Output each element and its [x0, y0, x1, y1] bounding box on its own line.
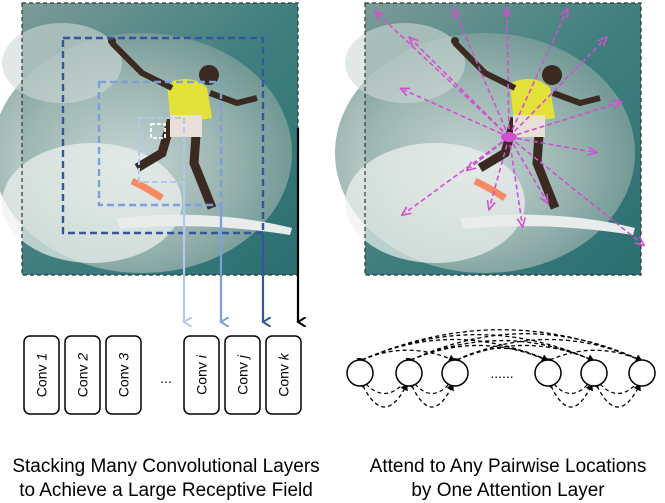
conv-layer-label: Conv 3 [116, 353, 132, 398]
conv-layer-label: Conv i [194, 354, 210, 395]
conv-layer-label: Conv 2 [75, 353, 91, 398]
left-photo [0, 3, 298, 275]
right-caption-line2: by One Attention Layer [411, 480, 605, 501]
attention-ray [508, 12, 566, 138]
attention-ray [508, 136, 546, 200]
attention-arc [545, 380, 593, 408]
conv-layer-box: Conv k [265, 335, 302, 415]
left-caption-line1: Stacking Many Convolutional Layers [12, 456, 320, 477]
right-photo [335, 3, 641, 275]
attention-node-graph [346, 329, 656, 408]
conv-layer-box: Conv j [224, 335, 261, 415]
attention-arc [414, 383, 450, 395]
left-caption-line2: to Achieve a Large Receptive Field [19, 480, 313, 501]
conv-layer-label: Conv k [276, 352, 292, 397]
conv-layer-box: Conv 3 [105, 335, 142, 415]
attention-ray [508, 103, 618, 138]
attention-ray [508, 136, 641, 243]
attention-arc [357, 380, 408, 408]
attention-arc [599, 383, 637, 395]
receptive-field-box-middle [97, 80, 223, 207]
attention-arc [553, 383, 589, 395]
attention-node [580, 359, 608, 387]
attention-ray [470, 136, 510, 168]
attention-arc [405, 333, 643, 366]
attention-ray [378, 14, 510, 138]
left-caption: Stacking Many Convolutional Layers to Ac… [0, 455, 332, 503]
attention-node [346, 359, 374, 387]
attention-arc [405, 344, 549, 366]
attention-node [441, 359, 469, 387]
attention-ray [508, 136, 593, 152]
attention-node [628, 359, 656, 387]
attention-rays [378, 12, 641, 243]
conv-layer-label: Conv 1 [34, 353, 50, 397]
right-caption-line1: Attend to Any Pairwise Locations [369, 456, 647, 477]
conv-layer-box: Conv 2 [64, 335, 101, 415]
conv-layer-box: Conv 1 [23, 335, 60, 415]
receptive-field-box-inner [138, 117, 185, 183]
receptive-field-pixel [150, 123, 166, 139]
receptive-field-box-outer [61, 36, 265, 235]
conv-layer-label: Conv j [235, 354, 251, 395]
conv-layer-box: Conv i [183, 335, 220, 415]
query-location-dot [501, 132, 517, 142]
attention-ray [404, 90, 510, 138]
attention-arc [406, 380, 454, 408]
attention-arc [356, 338, 549, 366]
attention-ray [405, 136, 510, 213]
attention-arc [591, 380, 641, 408]
node-gap-ellipsis: ...... [490, 365, 513, 381]
attention-ray [508, 40, 604, 138]
conv-layer-stack: Conv 1 Conv 2 Conv 3 Conv i Conv j Conv k [23, 335, 302, 415]
attention-arc [365, 383, 404, 395]
attention-ray [455, 12, 510, 138]
attention-node [395, 359, 423, 387]
attention-arc [356, 349, 456, 366]
conv-gap-ellipsis: ... [160, 370, 172, 386]
attention-ray [490, 136, 510, 206]
attention-node [534, 359, 562, 387]
attention-arc [544, 349, 643, 366]
right-caption: Attend to Any Pairwise Locations by One … [342, 455, 665, 503]
attention-arc [451, 344, 595, 366]
attention-ray [507, 12, 509, 138]
attention-ray [412, 40, 510, 138]
attention-ray [508, 136, 522, 223]
